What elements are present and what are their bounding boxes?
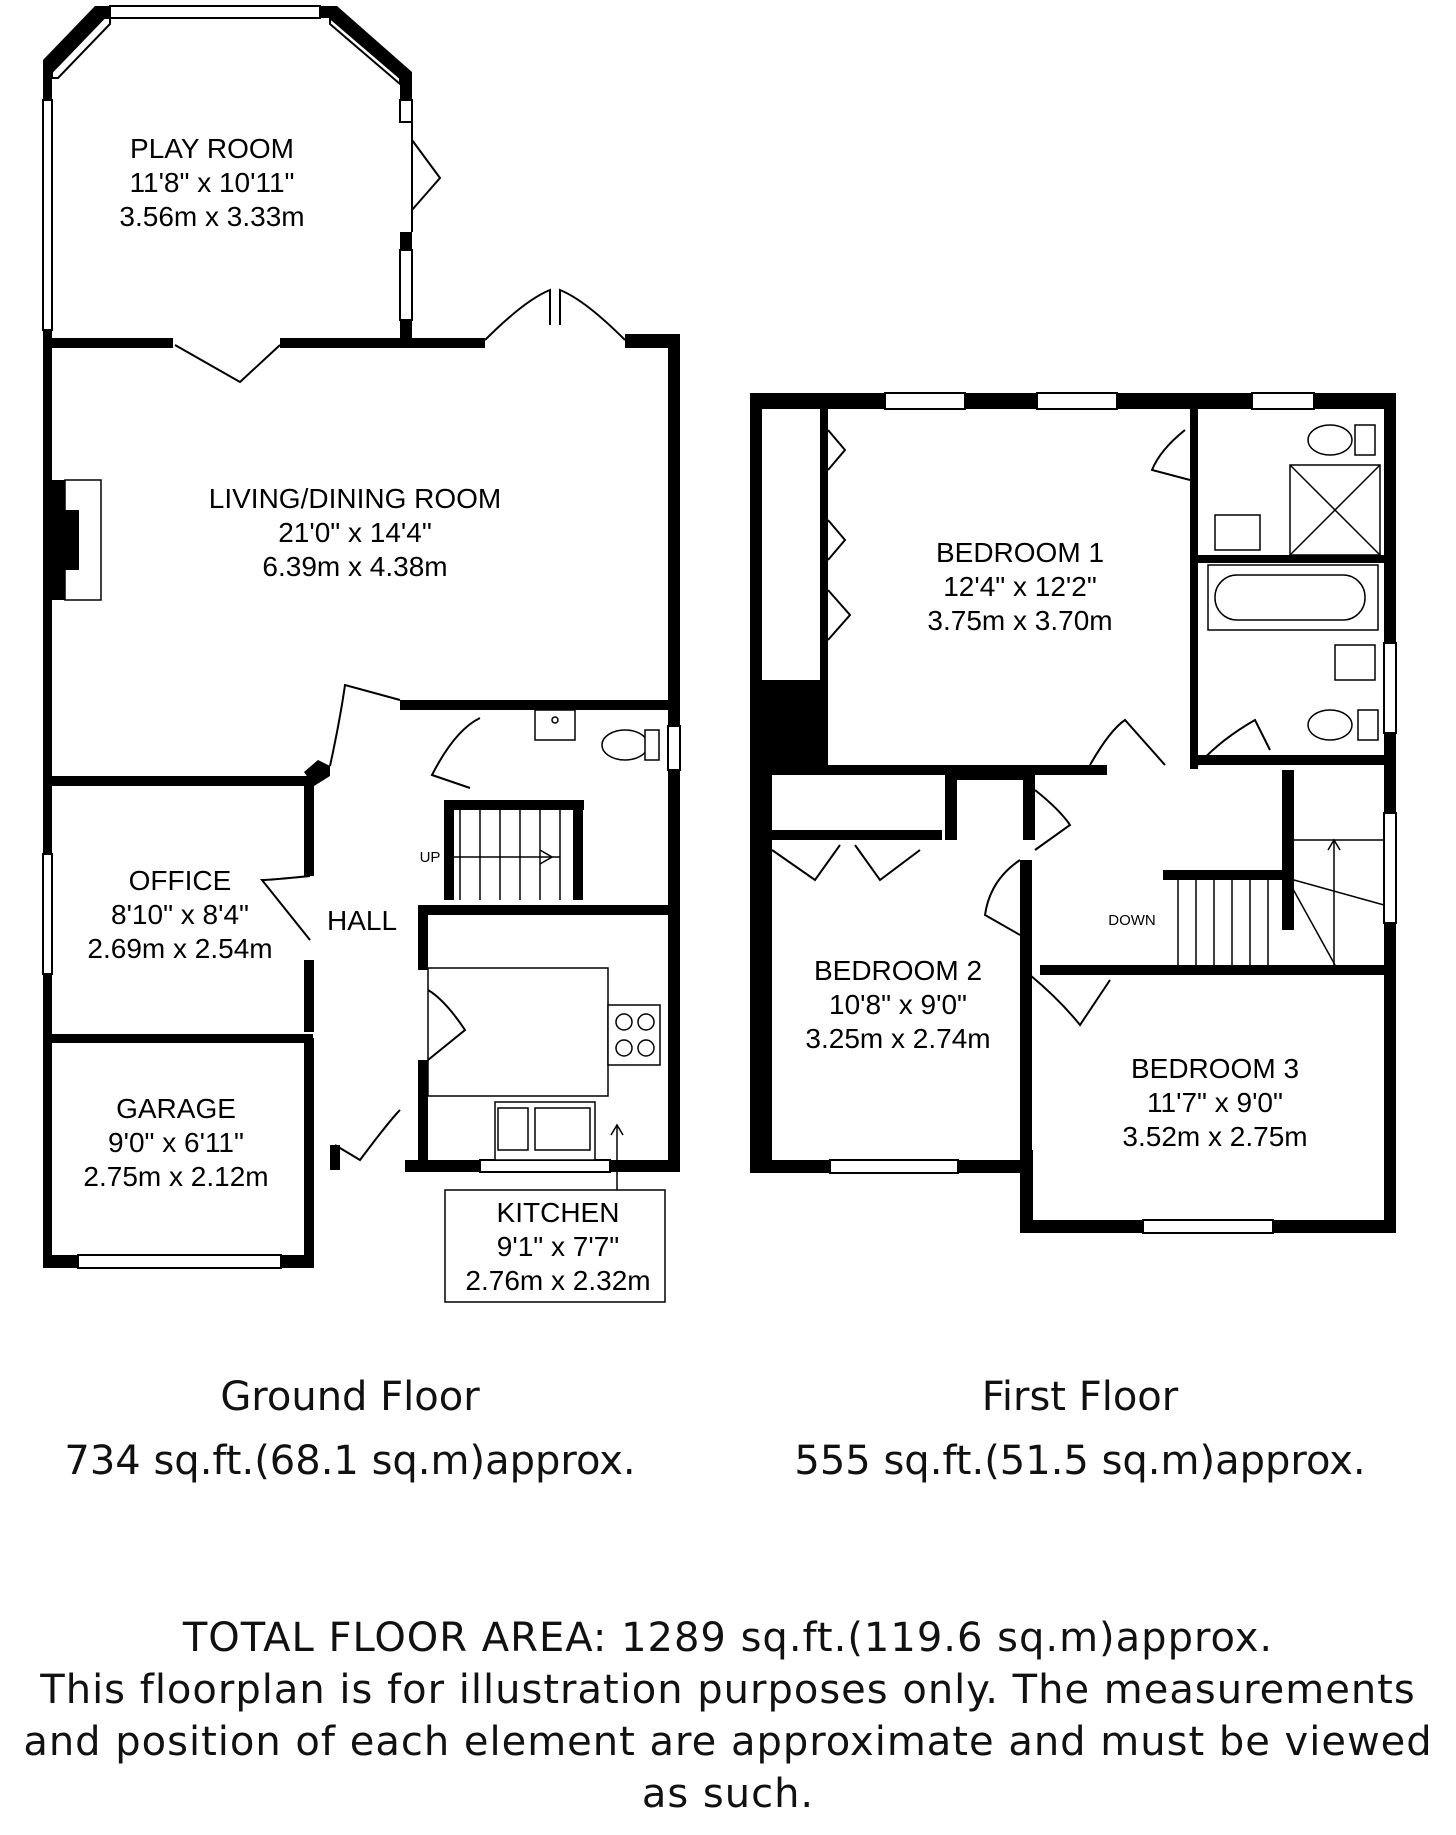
office-imperial: 8'10" x 8'4"	[111, 899, 249, 930]
disclaimer-line-2: and position of each element are approxi…	[23, 1719, 1433, 1765]
footer-notes: TOTAL FLOOR AREA: 1289 sq.ft.(119.6 sq.m…	[0, 1612, 1456, 1820]
bedroom3-imperial: 11'7" x 9'0"	[1147, 1087, 1283, 1118]
first-floor-title: First Floor	[981, 1374, 1179, 1420]
ground-floor-plan	[42, 5, 681, 1303]
landing-walls	[762, 770, 1385, 1170]
first-floor-plan	[750, 392, 1397, 1234]
first-stairs	[1163, 838, 1385, 966]
disclaimer-line-1: This floorplan is for illustration purpo…	[40, 1667, 1416, 1713]
ground-floor-caption: Ground Floor 734 sq.ft.(68.1 sq.m)approx…	[0, 1365, 700, 1493]
first-floor-caption: First Floor 555 sq.ft.(51.5 sq.m)approx.	[720, 1365, 1440, 1493]
disclaimer-line-3: as such.	[641, 1771, 815, 1817]
bedroom3-name: BEDROOM 3	[1131, 1053, 1299, 1084]
kitchen-imperial: 9'1" x 7'7"	[497, 1231, 619, 1262]
total-floor-area: TOTAL FLOOR AREA: 1289 sq.ft.(119.6 sq.m…	[182, 1615, 1274, 1661]
garage-name: GARAGE	[116, 1093, 236, 1124]
play-room-imperial: 11'8" x 10'11"	[130, 167, 295, 198]
bedroom1-name: BEDROOM 1	[936, 537, 1104, 568]
bedroom1-metric: 3.75m x 3.70m	[927, 605, 1112, 636]
bedroom3-metric: 3.52m x 2.75m	[1122, 1121, 1307, 1152]
kitchen-name: KITCHEN	[497, 1197, 620, 1228]
living-room-walls	[43, 288, 680, 780]
play-room-metric: 3.56m x 3.33m	[119, 201, 304, 232]
room-labels: PLAY ROOM 11'8" x 10'11" 3.56m x 3.33m L…	[83, 133, 1307, 1296]
kitchen-metric: 2.76m x 2.32m	[465, 1265, 650, 1296]
up-label: UP	[420, 849, 441, 866]
kitchen-walls	[405, 905, 680, 1303]
office-metric: 2.69m x 2.54m	[87, 933, 272, 964]
garage-metric: 2.75m x 2.12m	[83, 1161, 268, 1192]
hall-walls	[304, 683, 401, 1170]
garage-imperial: 9'0" x 6'11"	[108, 1127, 244, 1158]
first-floor-area: 555 sq.ft.(51.5 sq.m)approx.	[794, 1438, 1366, 1484]
bedroom1-imperial: 12'4" x 12'2"	[943, 571, 1097, 602]
ground-floor-title: Ground Floor	[220, 1374, 480, 1420]
office-walls	[42, 776, 314, 1043]
bedroom2-name: BEDROOM 2	[814, 955, 982, 986]
living-room-name: LIVING/DINING ROOM	[209, 483, 501, 514]
hall-name: HALL	[327, 905, 397, 936]
living-room-metric: 6.39m x 4.38m	[262, 551, 447, 582]
ground-floor-area: 734 sq.ft.(68.1 sq.m)approx.	[64, 1438, 636, 1484]
garage-walls	[43, 1038, 314, 1269]
wc-area	[430, 704, 681, 1170]
ground-stairs	[444, 800, 584, 900]
office-name: OFFICE	[129, 865, 232, 896]
play-room-name: PLAY ROOM	[130, 133, 294, 164]
living-room-imperial: 21'0" x 14'4"	[278, 517, 432, 548]
bedroom1-wardrobe	[762, 409, 852, 770]
bedroom2-imperial: 10'8" x 9'0"	[829, 989, 967, 1020]
bedroom2-metric: 3.25m x 2.74m	[805, 1023, 990, 1054]
down-label: DOWN	[1108, 912, 1156, 929]
ensuite	[762, 409, 1384, 775]
